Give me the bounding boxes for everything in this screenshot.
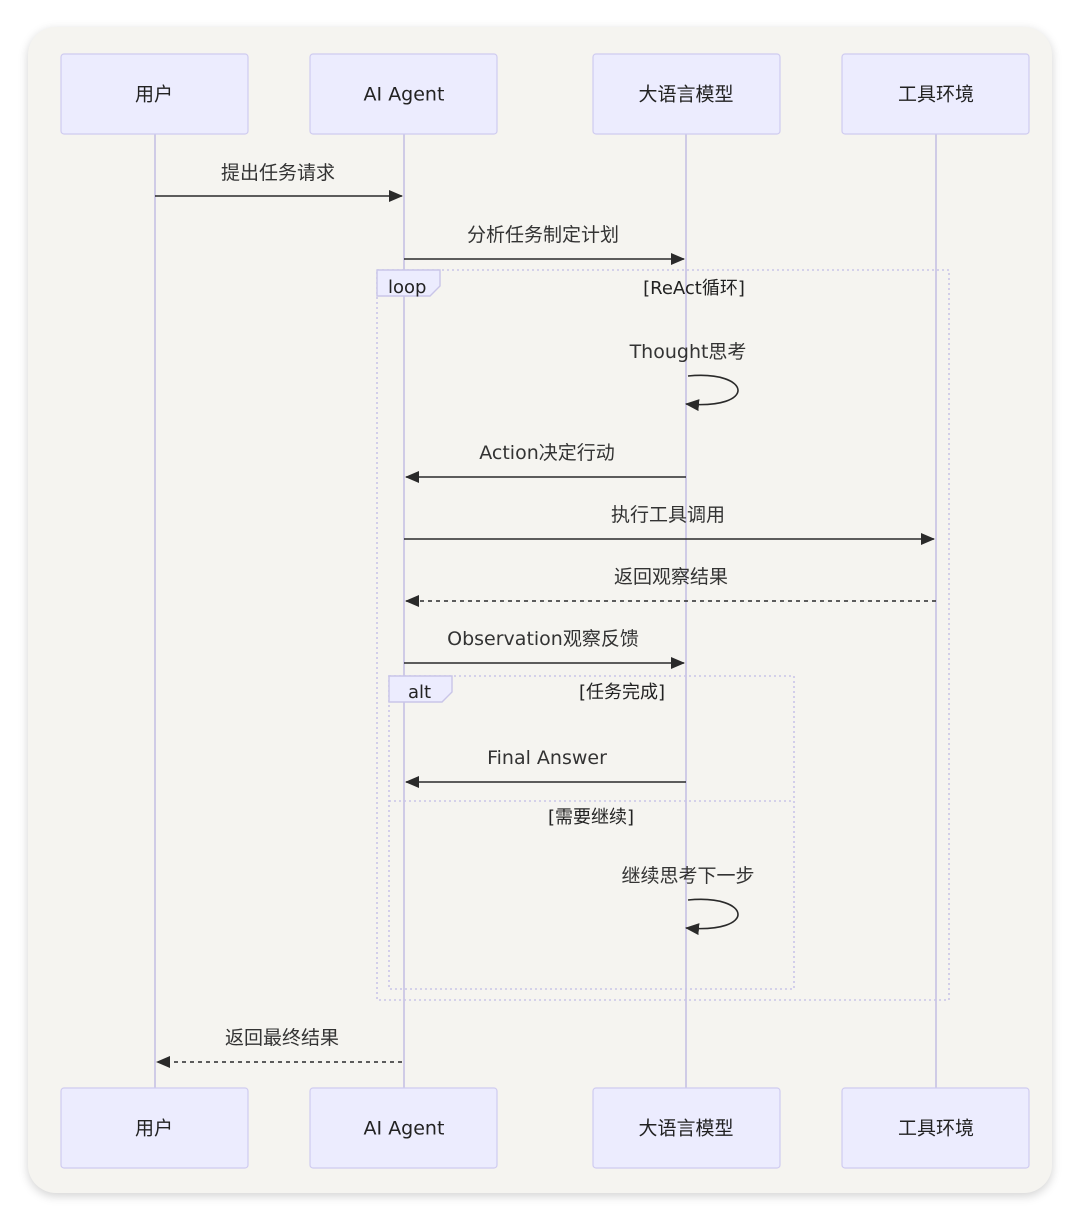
actor-tools-bottom: 工具环境: [841, 1087, 1030, 1169]
alt-frame: alt [任务完成] [需要继续]: [388, 675, 795, 990]
actor-agent-bottom-label: AI Agent: [364, 1118, 445, 1140]
message-final-result: 返回最终结果: [156, 1027, 402, 1068]
message-final-answer: Final Answer: [405, 747, 686, 788]
actor-llm-top: 大语言模型: [592, 53, 781, 135]
alt-frame-condition: [任务完成]: [579, 682, 665, 703]
message-continue-thinking-arrow: [685, 898, 739, 936]
alt-frame-keyword: alt: [408, 682, 431, 703]
loop-frame-condition: [ReAct循环]: [643, 278, 745, 299]
message-action-label: Action决定行动: [479, 442, 615, 464]
message-plan: 分析任务制定计划: [404, 224, 685, 265]
message-execute-label: 执行工具调用: [611, 504, 725, 526]
message-observation-label: Observation观察反馈: [447, 628, 639, 650]
actor-agent-top-label: AI Agent: [364, 84, 445, 106]
actor-user-top: 用户: [60, 53, 249, 135]
message-action: Action决定行动: [405, 442, 686, 483]
message-continue-thinking-label: 继续思考下一步: [621, 865, 754, 887]
message-observe-result: 返回观察结果: [405, 566, 936, 607]
message-thought-arrow: [685, 374, 739, 412]
message-observation: Observation观察反馈: [404, 628, 685, 669]
loop-frame: loop [ReAct循环]: [376, 269, 950, 1001]
loop-frame-keyword: loop: [388, 277, 426, 298]
message-submit-task: 提出任务请求: [155, 162, 403, 202]
message-thought: Thought思考: [629, 341, 747, 412]
diagram-card: [28, 27, 1052, 1193]
actor-agent-bottom: AI Agent: [309, 1087, 498, 1169]
actor-llm-bottom-label: 大语言模型: [638, 1118, 733, 1140]
actor-user-bottom-label: 用户: [135, 1118, 173, 1140]
message-continue-thinking: 继续思考下一步: [621, 865, 755, 936]
actor-user-bottom: 用户: [60, 1087, 249, 1169]
message-execute: 执行工具调用: [404, 504, 935, 545]
message-final-answer-label: Final Answer: [487, 747, 607, 769]
actor-llm-bottom: 大语言模型: [592, 1087, 781, 1169]
message-thought-label: Thought思考: [629, 341, 747, 363]
actor-tools-top-label: 工具环境: [898, 84, 974, 106]
message-submit-task-label: 提出任务请求: [221, 162, 335, 184]
alt-frame-else-condition: [需要继续]: [548, 807, 634, 828]
actor-user-top-label: 用户: [135, 84, 173, 106]
message-observe-result-label: 返回观察结果: [614, 566, 728, 588]
actor-tools-bottom-label: 工具环境: [898, 1118, 974, 1140]
message-final-result-label: 返回最终结果: [225, 1027, 339, 1049]
actor-agent-top: AI Agent: [309, 53, 498, 135]
message-plan-label: 分析任务制定计划: [467, 224, 619, 246]
actor-llm-top-label: 大语言模型: [638, 84, 733, 106]
actor-tools-top: 工具环境: [841, 53, 1030, 135]
